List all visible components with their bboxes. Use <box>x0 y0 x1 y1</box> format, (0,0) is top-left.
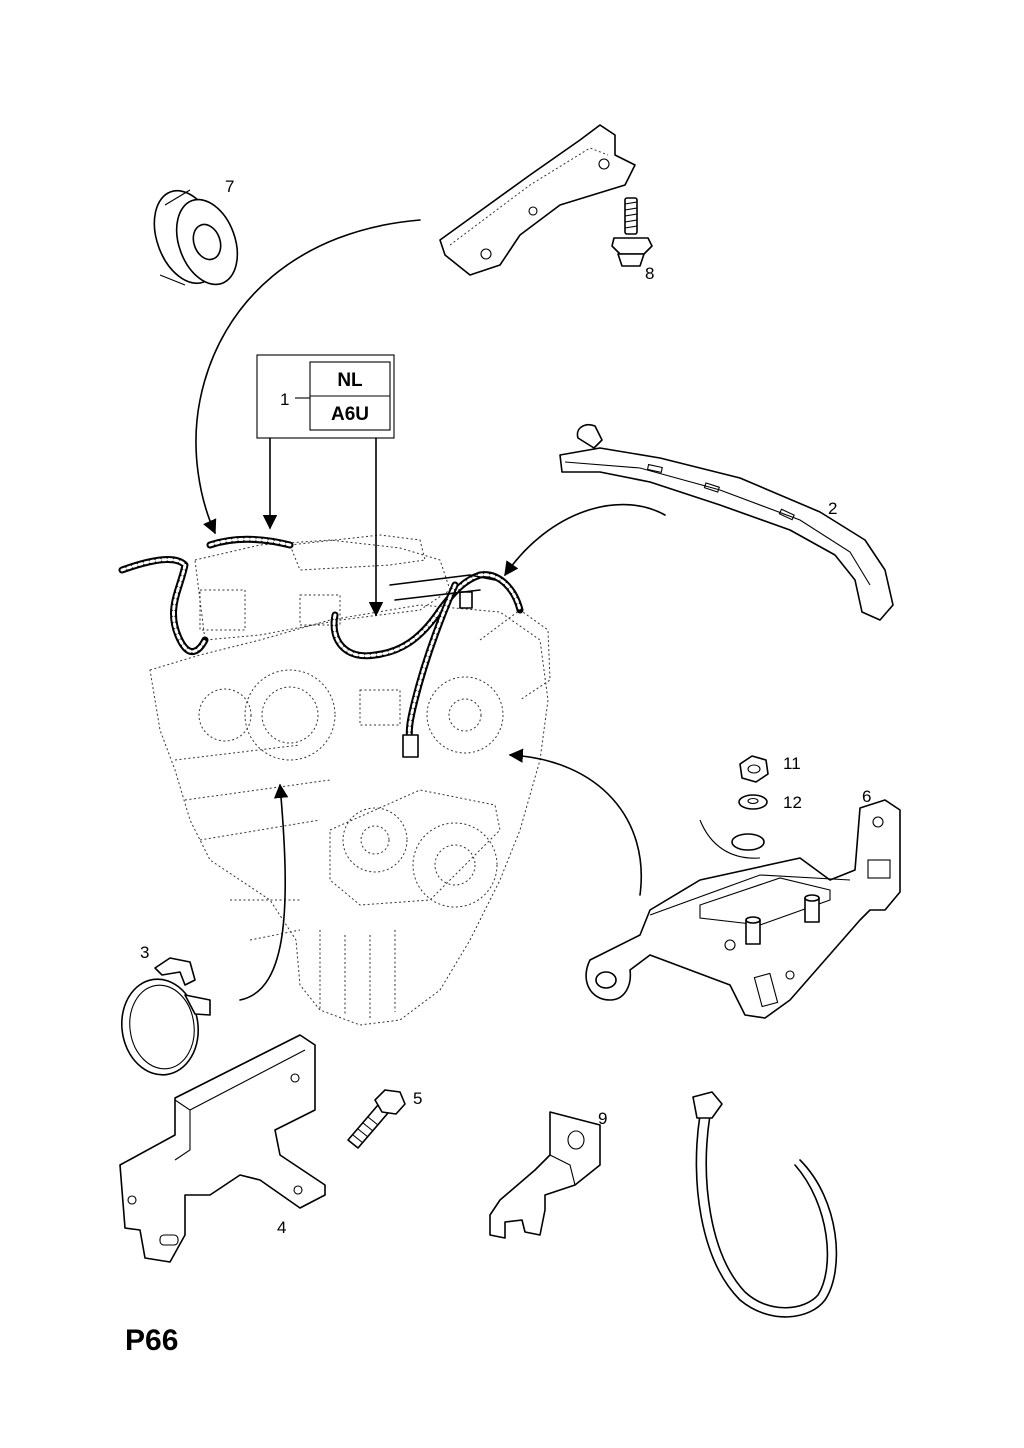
callout-10: 11 <box>783 754 801 773</box>
option-code-a6u: A6U <box>331 404 369 425</box>
callout-4: 4 <box>277 1218 286 1237</box>
item-label-1: 1 <box>280 390 289 409</box>
engine-block-illustration <box>149 534 551 1026</box>
page-code: P66 <box>125 1324 178 1357</box>
callout-2: 2 <box>828 499 837 518</box>
grommet-part <box>153 189 239 286</box>
connector-plug <box>459 591 473 609</box>
harness-bracket-part <box>559 423 894 621</box>
nut-part <box>739 755 769 783</box>
callout-5: 5 <box>413 1089 422 1108</box>
washer-part <box>738 794 768 810</box>
bolt-part-small <box>347 1089 406 1149</box>
callout-6: 6 <box>862 787 871 806</box>
callout-11: 12 <box>783 793 802 812</box>
clip-bracket-part <box>489 1111 601 1239</box>
callout-3: 3 <box>140 943 149 962</box>
connector-plug <box>402 734 419 758</box>
callout-8: 9 <box>598 1109 607 1128</box>
wiring-harness <box>118 535 524 758</box>
mounting-bracket-part <box>119 1034 326 1263</box>
bolt-part <box>611 197 653 267</box>
hose-clamp-part <box>120 957 211 1076</box>
option-code-nl: NL <box>337 370 363 391</box>
callout-9: 8 <box>645 264 654 283</box>
option-code-box: 1 NL A6U <box>256 354 395 617</box>
top-bracket-part <box>439 124 636 276</box>
callout-7: 7 <box>225 177 234 196</box>
support-plate-part <box>585 799 901 1019</box>
cable-tie-part <box>692 1091 838 1318</box>
